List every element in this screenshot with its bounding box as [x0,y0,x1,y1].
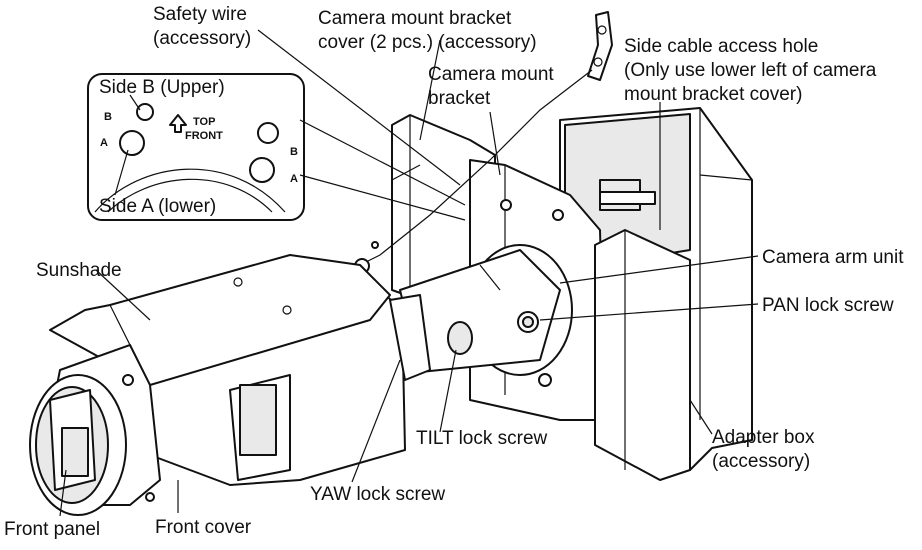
label-mount-bracket-2: bracket [428,88,491,109]
screw [371,241,379,249]
mark-b-right: B [290,146,298,158]
leader-lines [59,29,759,517]
label-tilt-lock: TILT lock screw [416,428,548,449]
mount-plate [594,229,691,481]
inset-detail: B A TOP FRONT B A [87,73,305,221]
label-safety-wire-1: Safety wire [153,4,247,25]
label-adapter-box-2: (accessory) [712,451,810,472]
label-bracket-cover-1: Camera mount bracket [318,8,512,29]
label-side-cable-2: (Only use lower left of camera [624,60,877,81]
safety-wire [359,69,593,266]
label-sunshade: Sunshade [36,260,122,281]
front-panel [49,389,96,491]
label-safety-wire-2: (accessory) [153,28,251,49]
mark-a-right: A [290,173,298,185]
label-mount-bracket-1: Camera mount [428,64,554,85]
label-front-cover: Front cover [155,517,252,538]
mark-front: FRONT [185,130,223,142]
label-bracket-cover-2: cover (2 pcs.) (accessory) [318,32,537,53]
front-cover [29,344,161,516]
label-side-cable-1: Side cable access hole [624,36,818,57]
label-adapter-box-1: Adapter box [712,427,815,448]
hanger-bracket [587,11,613,81]
label-pan-lock: PAN lock screw [762,295,894,316]
mark-top: TOP [193,116,215,128]
camera-arm-unit [399,244,573,376]
mark-a-left: A [100,137,108,149]
label-side-cable-3: mount bracket cover) [624,84,802,105]
label-front-panel: Front panel [4,519,100,540]
label-side-b: Side B (Upper) [99,77,225,98]
up-arrow-icon [169,114,187,133]
mark-b-left: B [104,111,112,123]
label-camera-arm: Camera arm unit [762,247,904,268]
label-yaw-lock: YAW lock screw [310,484,445,505]
label-side-a: Side A (lower) [99,196,216,217]
